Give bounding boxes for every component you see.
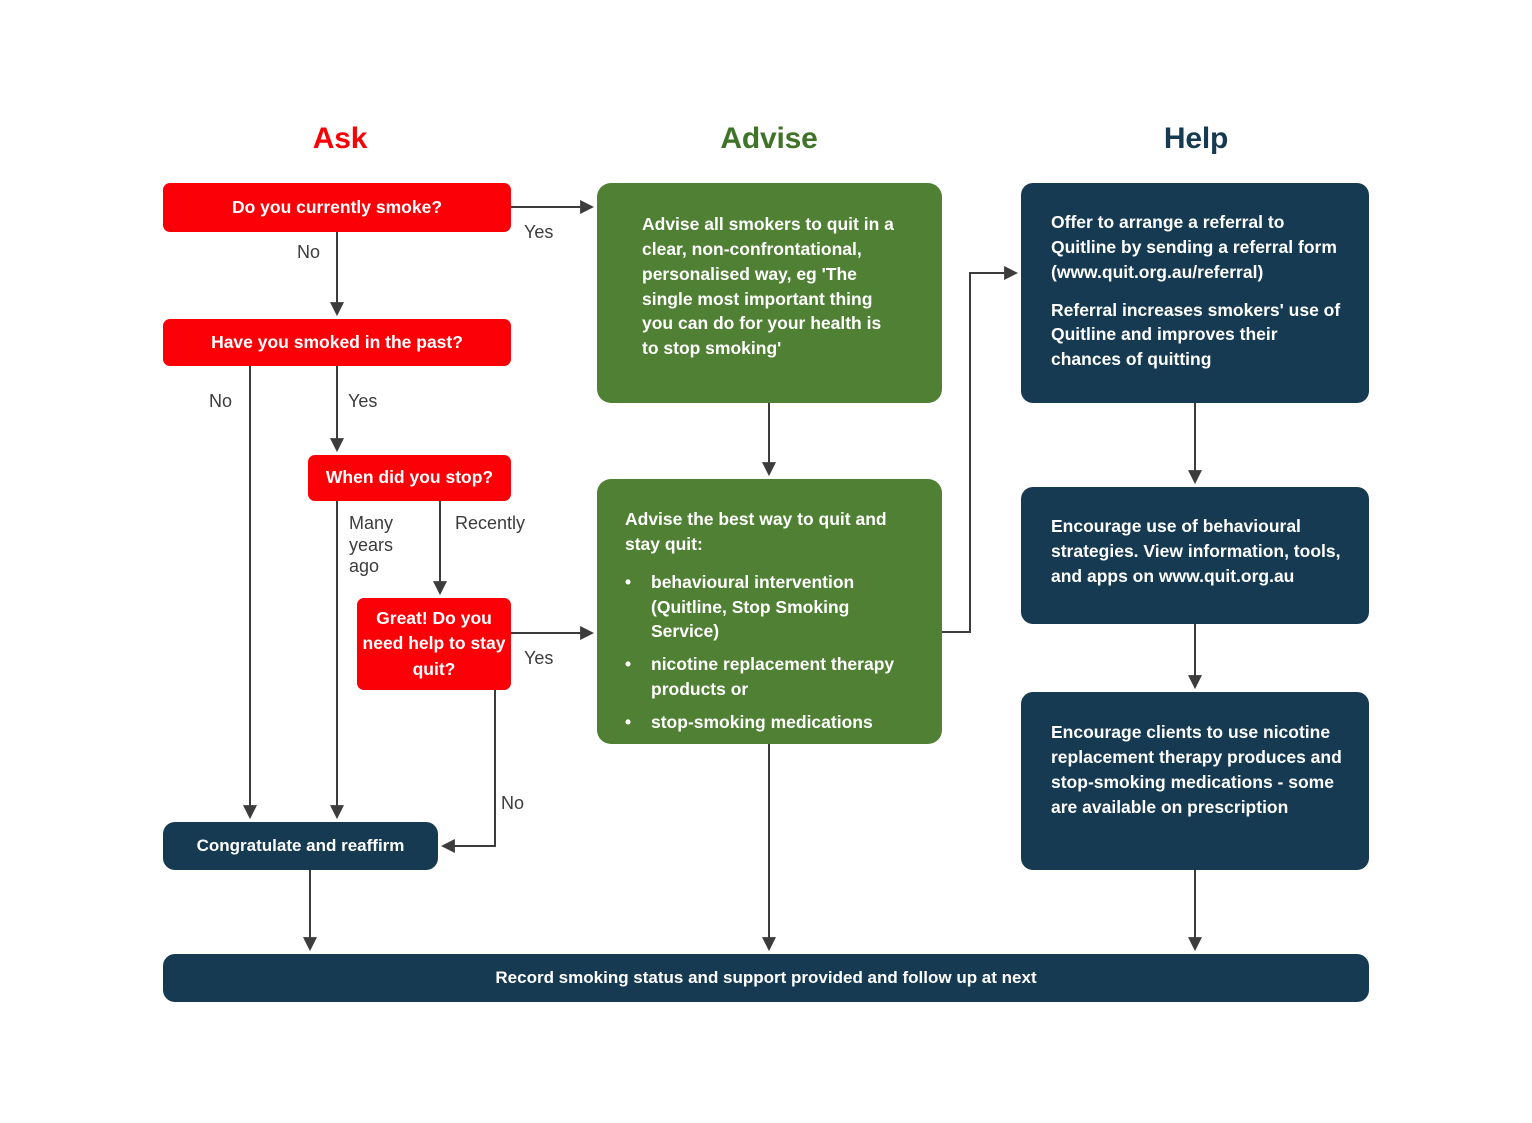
- edge-label-no-smoke-now: No: [297, 242, 321, 262]
- list-item: • nicotine replacement therapy products …: [625, 652, 914, 702]
- node-advise-best-way-to-quit[interactable]: Advise the best way to quit and stay qui…: [597, 479, 942, 744]
- edge-label-recently: Recently: [455, 513, 526, 533]
- help-2-text: Encourage use of behavioural strategies.…: [1051, 516, 1341, 586]
- help-1-paragraph-2: Referral increases smokers' use of Quitl…: [1051, 299, 1341, 370]
- bullet-icon: •: [625, 711, 632, 732]
- help-3-text: Encourage clients to use nicotine replac…: [1051, 722, 1342, 817]
- edge-label-yes-smoke-past: Yes: [348, 391, 378, 411]
- column-header-ask: Ask: [312, 122, 368, 155]
- column-header-advise: Advise: [720, 122, 818, 155]
- node-do-you-currently-smoke[interactable]: Do you currently smoke?: [163, 183, 511, 232]
- list-item: • behavioural intervention (Quitline, St…: [625, 570, 914, 645]
- node-great-do-you-need-help-to-stay-quit[interactable]: Great! Do you need help to stay quit?: [357, 598, 511, 690]
- list-item: • stop-smoking medications: [625, 710, 914, 735]
- edge-label-yes-great: Yes: [524, 648, 554, 668]
- edge-label-yes-smoke-now: Yes: [524, 222, 554, 242]
- edge-great-no: [440, 690, 496, 853]
- advise-2-lead: Advise the best way to quit and stay qui…: [625, 509, 887, 554]
- node-encourage-nrt-and-medications[interactable]: Encourage clients to use nicotine replac…: [1021, 692, 1369, 870]
- node-record-smoking-status[interactable]: Record smoking status and support provid…: [163, 954, 1369, 1002]
- node-congratulate-and-reaffirm[interactable]: Congratulate and reaffirm: [163, 822, 438, 870]
- advise-2-bullet-list: • behavioural intervention (Quitline, St…: [625, 570, 914, 735]
- node-encourage-behavioural-strategies[interactable]: Encourage use of behavioural strategies.…: [1021, 487, 1369, 624]
- node-offer-quitline-referral[interactable]: Offer to arrange a referral to Quitline …: [1021, 183, 1369, 403]
- list-item-label: stop-smoking medications: [651, 711, 873, 732]
- edge-label-no-great: No: [501, 793, 525, 813]
- bullet-icon: •: [625, 571, 632, 592]
- edge-advise2-help1: [942, 266, 1019, 633]
- column-header-help: Help: [1163, 122, 1229, 155]
- list-item-label: nicotine replacement therapy products or: [651, 654, 895, 700]
- node-have-you-smoked-in-the-past[interactable]: Have you smoked in the past?: [163, 319, 511, 366]
- node-advise-all-smokers-to-quit[interactable]: Advise all smokers to quit in a clear, n…: [597, 183, 942, 403]
- bullet-icon: •: [625, 654, 632, 675]
- advise-1-text: Advise all smokers to quit in a clear, n…: [642, 214, 894, 359]
- node-when-did-you-stop[interactable]: When did you stop?: [308, 455, 511, 501]
- edge-label-many-years-ago: Many years ago: [349, 513, 394, 577]
- list-item-label: behavioural intervention (Quitline, Stop…: [651, 571, 855, 642]
- help-1-paragraph-1: Offer to arrange a referral to Quitline …: [1051, 212, 1337, 282]
- edge-label-no-smoke-past: No: [209, 391, 233, 411]
